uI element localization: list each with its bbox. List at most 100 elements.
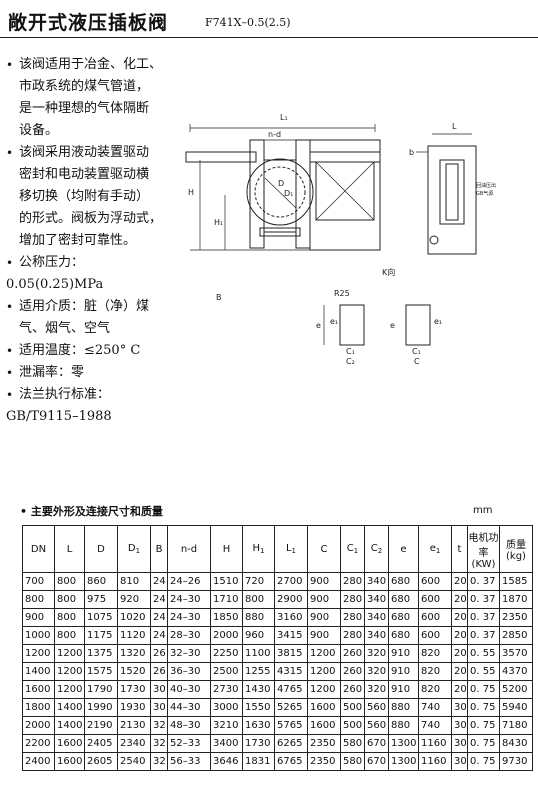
table-cell: 720 — [242, 572, 275, 591]
feature-item: •该阀采用液动装置驱动 密封和电动装置驱动横 移切换（均附有手动） 的形式。阀板… — [6, 142, 171, 252]
table-cell: 1100 — [242, 644, 275, 663]
table-cell: 800 — [54, 626, 85, 645]
label-c-right: C₁ — [412, 347, 421, 356]
table-cell: 24 — [150, 572, 168, 591]
table-cell: 800 — [54, 608, 85, 627]
table-cell: 1430 — [242, 680, 275, 699]
table-cell: 1930 — [117, 698, 151, 717]
table-cell: 2500 — [210, 662, 243, 681]
table-cell: 44–30 — [167, 698, 211, 717]
table-cell: 0. 75 — [467, 680, 500, 699]
table-cell: 32 — [150, 716, 168, 735]
table-cell: 5265 — [274, 698, 308, 717]
table-cell: 3210 — [210, 716, 243, 735]
table-cell: 3646 — [210, 752, 243, 771]
table-header-cell: C — [307, 525, 341, 573]
table-cell: 1585 — [499, 572, 533, 591]
table-unit: mm — [473, 505, 493, 516]
table-cell: 820 — [418, 644, 452, 663]
table-cell: 5940 — [499, 698, 533, 717]
table-header-cell: t — [451, 525, 468, 573]
table-cell: 260 — [340, 644, 365, 663]
table-cell: 20 — [451, 608, 468, 627]
table-cell: 0. 37 — [467, 572, 500, 591]
table-cell: 900 — [307, 590, 341, 609]
table-cell: 580 — [340, 752, 365, 771]
table-cell: 340 — [364, 608, 389, 627]
table-header-cell: H1 — [242, 525, 275, 573]
bullet-icon: • — [6, 58, 14, 72]
table-cell: 2405 — [84, 734, 118, 753]
table-cell: 3000 — [210, 698, 243, 717]
table-cell: 9730 — [499, 752, 533, 771]
table-cell: 24–30 — [167, 608, 211, 627]
table-cell: 910 — [388, 680, 419, 699]
table-cell: 1200 — [54, 662, 85, 681]
label-c1: C₁ — [346, 347, 355, 356]
table-cell: 0. 75 — [467, 752, 500, 771]
page-title: 敞开式液压插板阀 — [8, 12, 169, 34]
table-cell: 32 — [150, 734, 168, 753]
table-cell: 1710 — [210, 590, 243, 609]
table-cell: 320 — [364, 644, 389, 663]
table-cell: 320 — [364, 662, 389, 681]
table-cell: 1575 — [84, 662, 118, 681]
pressure-value: 0.05(0.25)MPa — [6, 277, 104, 292]
table-cell: 3815 — [274, 644, 308, 663]
table-cell: 680 — [388, 590, 419, 609]
table-cell: 2730 — [210, 680, 243, 699]
table-cell: 32 — [150, 752, 168, 771]
table-cell: 32–30 — [167, 644, 211, 663]
table-header-cell: D1 — [117, 525, 151, 573]
table-cell: 1300 — [388, 752, 419, 771]
table-cell: 600 — [418, 608, 452, 627]
bullet-icon: • — [6, 146, 14, 160]
table-cell: 1200 — [307, 662, 341, 681]
label-c2: C₂ — [346, 357, 355, 366]
table-cell: 900 — [307, 608, 341, 627]
table-cell: 24 — [150, 608, 168, 627]
table-header-cell: C2 — [364, 525, 389, 573]
label-e: e — [316, 321, 321, 330]
table-cell: 30 — [451, 734, 468, 753]
table-cell: 28–30 — [167, 626, 211, 645]
table-cell: 1200 — [307, 644, 341, 663]
table-cell: 2700 — [274, 572, 308, 591]
table-cell: 26 — [150, 644, 168, 663]
table-cell: 30 — [150, 698, 168, 717]
table-cell: 670 — [364, 752, 389, 771]
table-cell: 0. 75 — [467, 734, 500, 753]
table-cell: 20 — [451, 572, 468, 591]
label-d: D — [278, 179, 284, 188]
table-cell: 2350 — [307, 734, 341, 753]
table-cell: 8430 — [499, 734, 533, 753]
k-view-detail: R25 e e₁ C₁ C₂ e e₁ C₁ C — [316, 289, 442, 366]
table-cell: 670 — [364, 734, 389, 753]
table-cell: 600 — [418, 572, 452, 591]
table-cell: 1600 — [307, 716, 341, 735]
table-cell: 1790 — [84, 680, 118, 699]
table-header-cell: 电机功率(KW) — [467, 525, 500, 573]
label-h: H — [188, 188, 194, 197]
table-cell: 5765 — [274, 716, 308, 735]
feature-item: •适用介质：脏（净）煤 气、烟气、空气 — [6, 296, 171, 340]
label-c: C — [414, 357, 420, 366]
table-cell: 52–33 — [167, 734, 211, 753]
table-cell: 920 — [117, 590, 151, 609]
label-d1: D₁ — [284, 189, 293, 198]
table-cell: 4765 — [274, 680, 308, 699]
feature-item: •法兰执行标准： GB/T9115–1988 — [6, 384, 171, 428]
table-header-cell: e1 — [418, 525, 452, 573]
label-b: B — [216, 293, 222, 302]
standard-value: GB/T9115–1988 — [6, 409, 112, 424]
table-cell: 340 — [364, 626, 389, 645]
table-cell: 1000 — [22, 626, 55, 645]
table-cell: 6265 — [274, 734, 308, 753]
